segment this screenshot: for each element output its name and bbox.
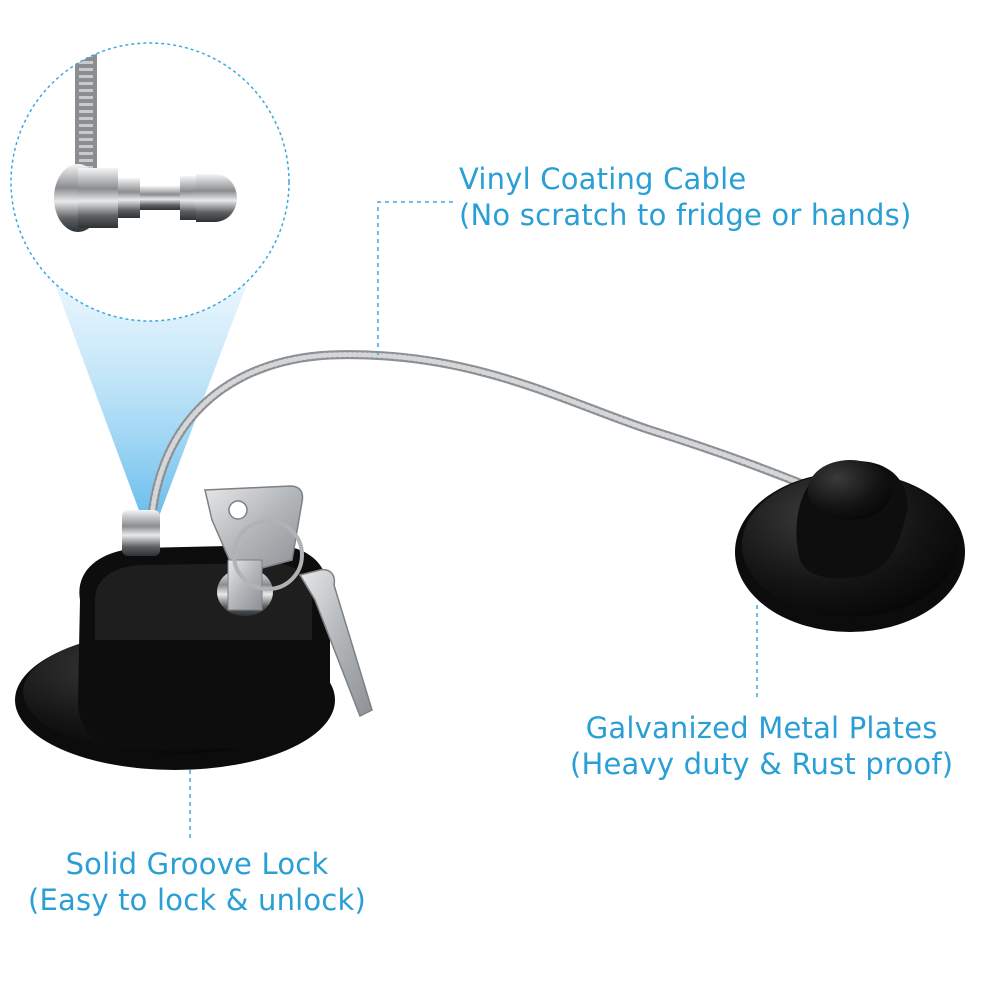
zoom-detail-circle [10,42,290,322]
cable-leader [377,201,455,355]
leader-lines [189,201,758,840]
lock-callout: Solid Groove Lock (Easy to lock & unlock… [28,846,366,918]
lock-callout-title: Solid Groove Lock [65,847,329,881]
cable-callout: Vinyl Coating Cable (No scratch to fridg… [459,161,911,233]
lock-callout-detail: (Easy to lock & unlock) [28,883,367,917]
cable-callout-detail: (No scratch to fridge or hands) [459,198,912,232]
groove-lock-body [15,510,335,770]
plates-callout-detail: (Heavy duty & Rust proof) [570,747,954,781]
cable-callout-title: Vinyl Coating Cable [459,162,747,196]
plates-callout-title: Galvanized Metal Plates [585,711,938,745]
zoom-beam [46,260,256,540]
metal-plate-right [735,460,965,632]
keys [204,485,373,718]
plates-callout: Galvanized Metal Plates (Heavy duty & Ru… [570,710,953,782]
